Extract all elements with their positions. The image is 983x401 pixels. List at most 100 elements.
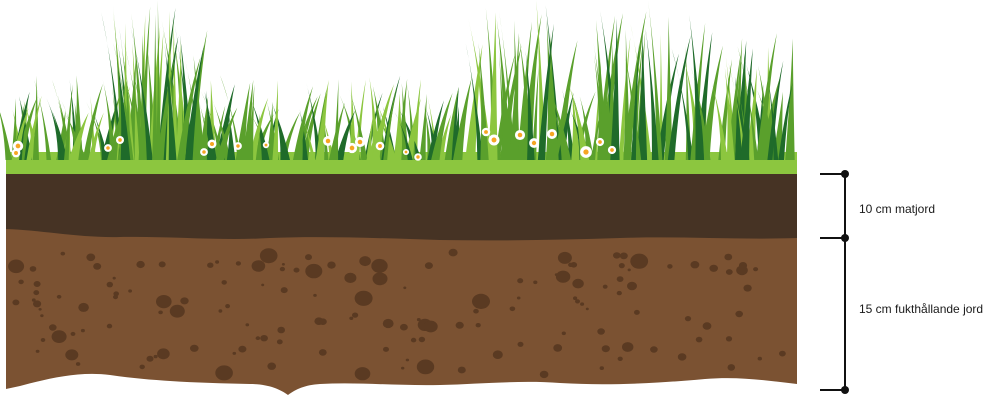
- soil-pebble: [136, 261, 144, 268]
- soil-pebble: [93, 263, 101, 270]
- grass-blade: [689, 15, 704, 160]
- soil-pebble: [34, 281, 41, 287]
- soil-pebble: [634, 310, 640, 315]
- soil-pebble: [157, 348, 170, 359]
- daisy-flower: [208, 140, 217, 149]
- scale-dot-bottom: [841, 386, 849, 394]
- soil-pebble: [458, 367, 466, 374]
- soil-pebble: [586, 308, 589, 311]
- daisy-flower: [515, 130, 525, 140]
- subsoil-layer: [6, 226, 797, 395]
- daisy-flower: [608, 146, 616, 154]
- daisy-flower: [488, 134, 499, 145]
- soil-pebble: [52, 330, 67, 343]
- soil-pebble: [355, 367, 371, 380]
- soil-pebble: [575, 299, 580, 303]
- soil-pebble: [222, 280, 227, 285]
- soil-pebble: [617, 276, 624, 282]
- daisy-flower: [323, 136, 333, 146]
- soil-pebble: [267, 363, 276, 370]
- soil-pebble: [517, 278, 523, 283]
- soil-pebble: [456, 322, 464, 329]
- soil-pebble: [32, 298, 36, 301]
- soil-pebble: [597, 328, 605, 334]
- soil-pebble: [352, 313, 358, 318]
- soil-pebble: [417, 360, 434, 375]
- soil-pebble: [170, 305, 185, 318]
- soil-pebble: [305, 254, 312, 260]
- soil-pebble: [553, 344, 562, 352]
- soil-pebble: [580, 302, 584, 305]
- soil-pebble: [158, 311, 163, 315]
- soil-pebble: [18, 280, 23, 285]
- soil-pebble: [277, 339, 283, 344]
- soil-pebble: [282, 263, 285, 266]
- soil-pebble: [628, 269, 631, 272]
- soil-pebble: [518, 342, 524, 347]
- soil-pebble: [81, 329, 85, 332]
- soil-pebble: [411, 338, 416, 343]
- soil-pebble: [709, 265, 718, 272]
- soil-pebble: [650, 346, 658, 352]
- soil-pebble: [622, 342, 633, 352]
- soil-pebble: [696, 337, 703, 343]
- soil-pebble: [180, 297, 188, 304]
- soil-pebble: [618, 357, 623, 361]
- soil-pebble: [57, 295, 62, 299]
- soil-pebble: [78, 303, 89, 312]
- soil-pebble: [425, 262, 433, 269]
- soil-pebble: [61, 252, 66, 256]
- soil-pebble: [33, 290, 39, 295]
- soil-pebble: [517, 297, 521, 300]
- soil-pebble: [620, 253, 628, 260]
- subsoil-label: 15 cm fukthållande jord: [859, 302, 983, 316]
- soil-pebble: [619, 263, 625, 268]
- soil-pebble: [630, 254, 648, 269]
- topsoil-label: 10 cm matjord: [859, 202, 935, 216]
- soil-pebble: [403, 287, 406, 290]
- topsoil-layer: [6, 170, 797, 240]
- soil-pebble: [627, 282, 637, 291]
- soil-pebble: [49, 324, 57, 330]
- soil-pebble: [383, 347, 389, 352]
- daisy-flower: [234, 142, 242, 150]
- soil-pebble: [493, 350, 503, 359]
- soil-pebble: [128, 289, 132, 292]
- soil-pebble: [400, 324, 408, 331]
- grass-blades: [0, 0, 795, 160]
- daisy-flower: [13, 141, 23, 151]
- soil-pebble: [419, 337, 425, 342]
- grass-blade: [419, 94, 427, 160]
- soil-pebble: [313, 294, 317, 297]
- soil-pebble: [602, 345, 610, 352]
- soil-pebble: [779, 351, 786, 357]
- soil-pebble: [533, 281, 537, 285]
- soil-pebble: [568, 263, 573, 267]
- soil-pebble: [76, 362, 80, 366]
- soil-pebble: [107, 282, 113, 288]
- soil-pebble: [728, 364, 736, 371]
- soil-pebble: [280, 267, 285, 271]
- scale-dot-top: [841, 170, 849, 178]
- soil-pebble: [30, 266, 37, 272]
- soil-pebble: [744, 285, 752, 292]
- soil-pebble: [556, 271, 570, 283]
- soil-pebble: [207, 263, 213, 268]
- soil-pebble: [260, 248, 278, 263]
- soil-pebble: [159, 261, 166, 267]
- soil-pebble: [344, 273, 356, 283]
- soil-pebble: [246, 323, 250, 326]
- soil-pebble: [113, 277, 116, 280]
- soil-pebble: [113, 295, 118, 299]
- soil-pebble: [617, 291, 622, 295]
- soil-pebble: [558, 252, 572, 264]
- soil-pebble: [65, 349, 78, 360]
- soil-pebble: [327, 262, 335, 269]
- daisy-flower: [403, 149, 409, 155]
- soil-pebble: [36, 350, 40, 353]
- scale-dot-middle: [841, 234, 849, 242]
- daisy-flower: [580, 146, 592, 158]
- soil-pebble: [359, 256, 371, 266]
- soil-pebble: [600, 366, 604, 370]
- soil-pebble: [540, 371, 549, 378]
